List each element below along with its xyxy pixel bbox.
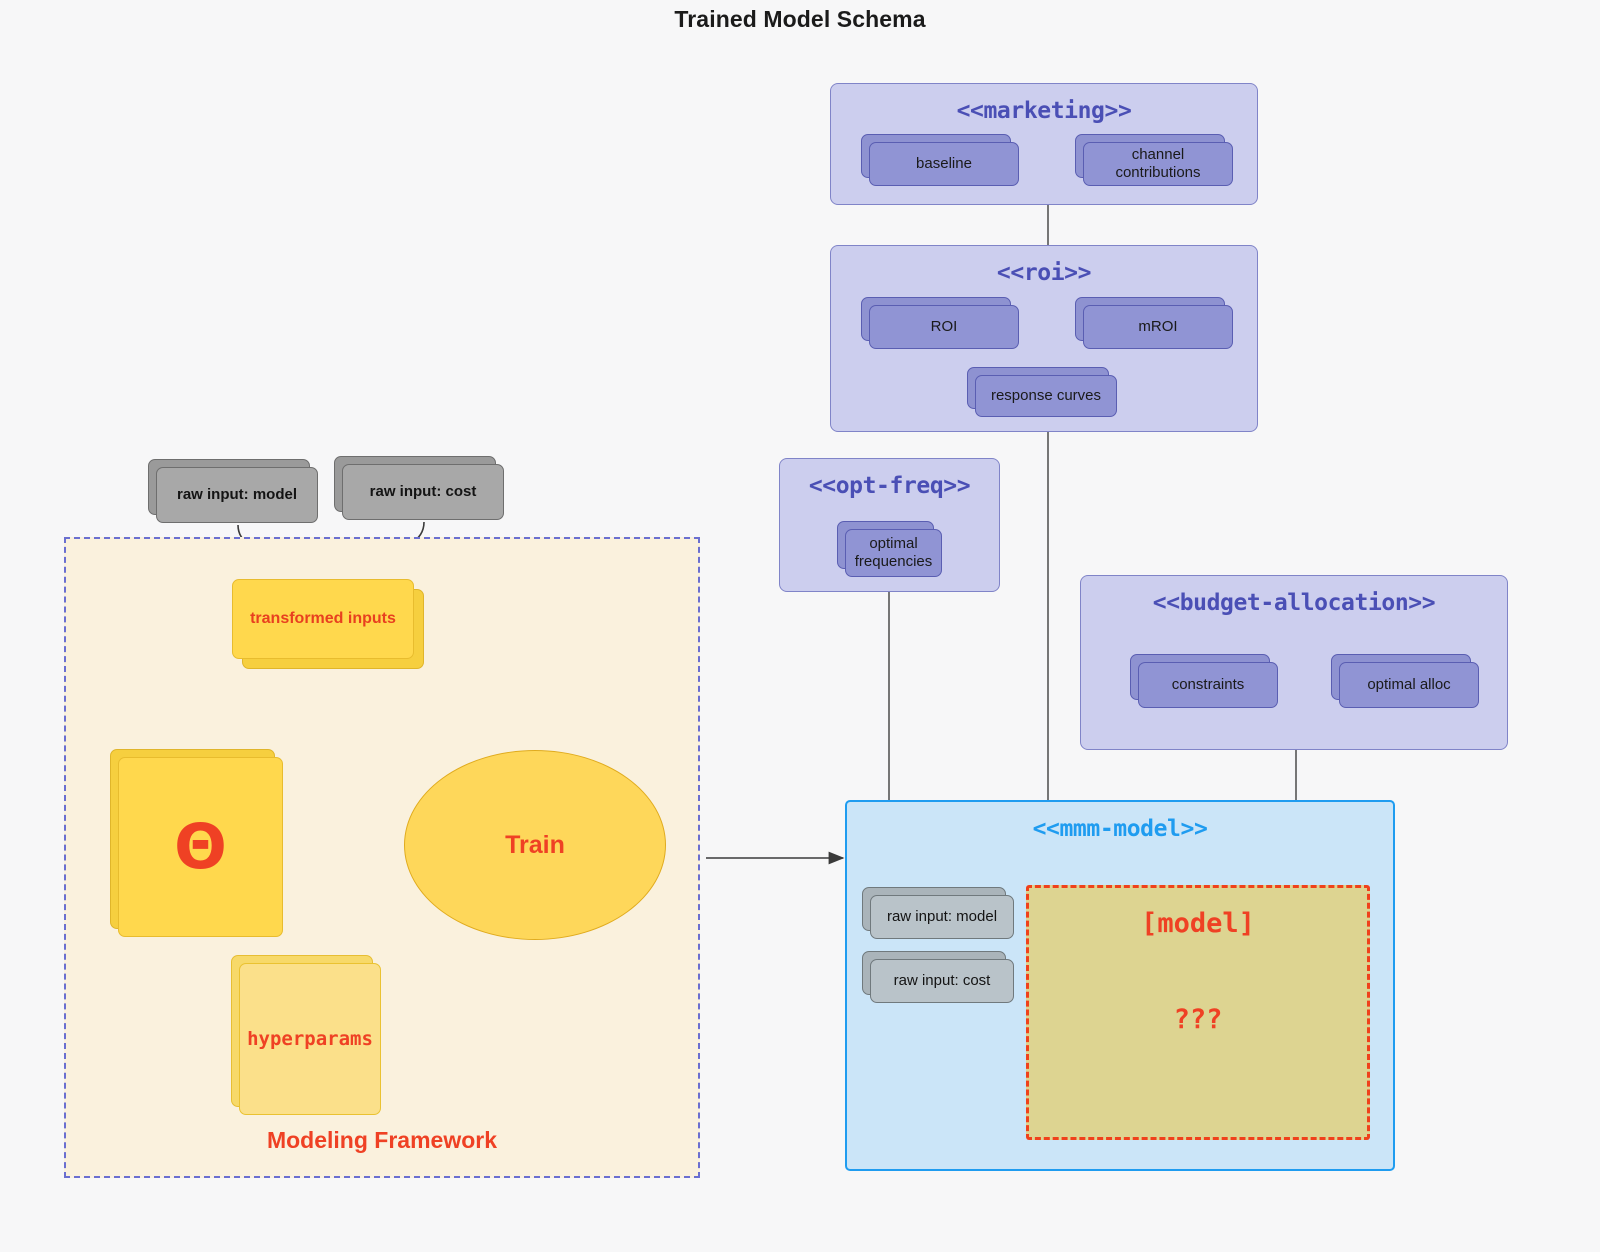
card-optimal-frequencies[interactable]: optimal frequencies	[837, 521, 942, 577]
package-marketing-title: <<marketing>>	[956, 98, 1132, 124]
hyperparams-label: hyperparams	[247, 1027, 373, 1050]
card-baseline[interactable]: baseline	[861, 134, 1019, 186]
package-roi[interactable]: <<roi>> ROI mROI response curves	[830, 245, 1258, 432]
card-mmm-raw-input-cost[interactable]: raw input: cost	[862, 951, 1014, 1003]
package-opt-freq[interactable]: <<opt-freq>> optimal frequencies	[779, 458, 1000, 592]
package-mmm-model-title: <<mmm-model>>	[1032, 816, 1208, 842]
card-mroi[interactable]: mROI	[1075, 297, 1233, 349]
theta-glyph: Θ	[174, 810, 227, 883]
framework-label: Modeling Framework	[266, 1127, 498, 1153]
card-label: hyperparams	[239, 963, 381, 1115]
card-label: response curves	[975, 375, 1117, 417]
card-constraints[interactable]: constraints	[1130, 654, 1278, 708]
card-label: constraints	[1138, 662, 1278, 708]
train-process[interactable]: Train	[404, 750, 666, 940]
model-note[interactable]: [model] ???	[1026, 885, 1370, 1140]
card-channel-contributions[interactable]: channel contributions	[1075, 134, 1233, 186]
card-raw-input-model[interactable]: raw input: model	[148, 459, 318, 523]
train-label: Train	[505, 830, 565, 859]
card-label: channel contributions	[1083, 142, 1233, 186]
card-label: Θ	[118, 757, 283, 937]
model-note-line1: [model]	[1141, 908, 1255, 939]
card-label-line2: frequencies	[854, 553, 933, 570]
card-label: raw input: model	[870, 895, 1014, 939]
card-label: raw input: model	[156, 467, 318, 523]
package-marketing[interactable]: <<marketing>> baseline channel contribut…	[830, 83, 1258, 205]
card-label: transformed inputs	[232, 579, 414, 659]
card-label: optimal alloc	[1339, 662, 1479, 708]
card-response-curves[interactable]: response curves	[967, 367, 1117, 417]
card-mmm-raw-input-model[interactable]: raw input: model	[862, 887, 1014, 939]
package-budget-allocation-title: <<budget-allocation>>	[1152, 590, 1436, 616]
card-label-line1: optimal	[869, 535, 918, 553]
card-hyperparams[interactable]: hyperparams	[231, 955, 381, 1115]
card-theta[interactable]: Θ	[110, 749, 283, 937]
card-label: raw input: cost	[870, 959, 1014, 1003]
card-optimal-alloc[interactable]: optimal alloc	[1331, 654, 1479, 708]
card-label: ROI	[869, 305, 1019, 349]
package-mmm-model[interactable]: <<mmm-model>> raw input: model raw input…	[845, 800, 1395, 1171]
page-title: Trained Model Schema	[674, 6, 926, 32]
model-note-line2: ???	[1173, 1004, 1223, 1035]
package-roi-title: <<roi>>	[996, 260, 1092, 286]
package-opt-freq-title: <<opt-freq>>	[808, 473, 971, 499]
card-raw-input-cost[interactable]: raw input: cost	[334, 456, 504, 520]
card-label: optimal frequencies	[845, 529, 942, 577]
package-budget-allocation[interactable]: <<budget-allocation>> constraints optima…	[1080, 575, 1508, 750]
card-transformed-inputs[interactable]: transformed inputs	[232, 579, 424, 669]
card-label: baseline	[869, 142, 1019, 186]
card-roi[interactable]: ROI	[861, 297, 1019, 349]
card-label: raw input: cost	[342, 464, 504, 520]
card-label: mROI	[1083, 305, 1233, 349]
